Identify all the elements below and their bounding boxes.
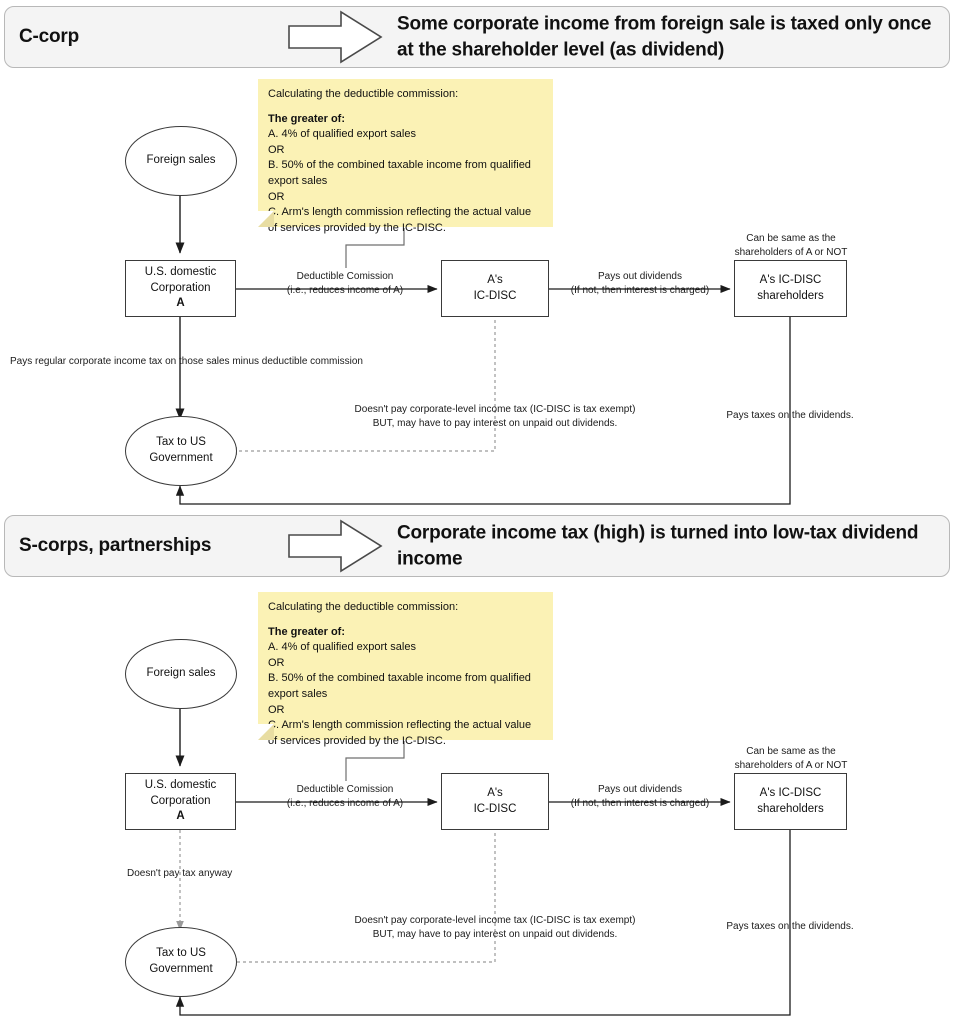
edge-icdisc-to-tax-1 [227, 320, 496, 455]
note-subtitle: The greater of: [268, 625, 346, 638]
node-ic-disc-shareholders-1: A's IC-DISC shareholders [734, 260, 847, 317]
sticky-note-commission-1: Calculating the deductible commission: T… [258, 79, 553, 234]
section-banner-s-corp: S-corps, partnerships Corporate income t… [4, 515, 950, 577]
label-icdisc-tax-2: Doesn't pay corporate-level income tax (… [354, 915, 636, 940]
label-deductible-commission-2: Deductible Comission (i.e., reduces inco… [286, 784, 404, 809]
label-pays-out-dividends-1: Pays out dividends (If not, then interes… [570, 271, 710, 296]
label-deductible-commission-1: Deductible Comission (i.e., reduces inco… [286, 271, 404, 296]
node-label-line3: A [176, 810, 185, 823]
node-label-line1: A's [487, 273, 503, 286]
node-domestic-corporation-2: U.S. domestic Corporation A [125, 773, 236, 830]
node-foreign-sales-2: Foreign sales [125, 639, 237, 709]
node-label-line1: A's IC-DISC [759, 273, 822, 286]
node-ic-disc-shareholders-2: A's IC-DISC shareholders [734, 773, 847, 830]
label-icdisc-tax-1: Doesn't pay corporate-level income tax (… [354, 404, 636, 429]
banner-text-s-corp: Corporate income tax (high) is turned in… [397, 522, 919, 569]
label-pays-out-dividends-2: Pays out dividends (If not, then interes… [570, 784, 710, 809]
node-domestic-corporation-1: U.S. domestic Corporation A [125, 260, 236, 317]
label-shareholder-tax-2: Pays taxes on the dividends. [726, 921, 854, 932]
node-label-line2: Corporation [150, 281, 211, 294]
banner-label-c-corp: C-corp [19, 26, 80, 47]
edge-icdisc-to-tax-2 [227, 833, 496, 966]
node-label-line1: U.S. domestic [144, 265, 217, 278]
node-label-line2: shareholders [757, 289, 824, 302]
banner-text-c-corp: Some corporate income from foreign sale … [397, 13, 932, 60]
node-label-line3: A [176, 297, 185, 310]
note-subtitle: The greater of: [268, 112, 346, 125]
sticky-note-commission-2: Calculating the deductible commission: T… [258, 592, 553, 747]
label-corporate-tax-2: Doesn't pay tax anyway [127, 868, 233, 879]
node-label: Foreign sales [146, 154, 216, 167]
node-label-line2: Government [149, 963, 213, 975]
note-title: Calculating the deductible commission: [268, 601, 459, 613]
label-shareholders-caption-2: Can be same as the shareholders of A or … [734, 746, 848, 771]
node-ic-disc-2: A's IC-DISC [441, 773, 549, 830]
right-arrow-icon [288, 10, 383, 64]
node-label-line1: U.S. domestic [144, 778, 217, 791]
label-shareholder-tax-1: Pays taxes on the dividends. [726, 410, 854, 421]
node-label-line1: Tax to US [156, 947, 206, 960]
node-label-line1: A's [487, 786, 503, 799]
note-body: A. 4% of qualified export sales OR B. 50… [268, 641, 532, 747]
note-fold-corner-1 [258, 211, 274, 227]
node-label-line2: Government [149, 452, 213, 464]
section-banner-c-corp: C-corp Some corporate income from foreig… [4, 6, 950, 68]
node-label-line2: IC-DISC [473, 802, 517, 815]
label-shareholders-caption-1: Can be same as the shareholders of A or … [734, 233, 848, 258]
node-tax-us-government-2: Tax to US Government [125, 927, 237, 997]
label-corporate-tax-1: Pays regular corporate income tax on tho… [10, 356, 363, 367]
node-label-line2: shareholders [757, 802, 824, 815]
node-label-line1: Tax to US [156, 436, 206, 449]
node-ic-disc-1: A's IC-DISC [441, 260, 549, 317]
node-foreign-sales-1: Foreign sales [125, 126, 237, 196]
note-title: Calculating the deductible commission: [268, 88, 459, 100]
banner-label-s-corp: S-corps, partnerships [19, 535, 212, 556]
note-body: A. 4% of qualified export sales OR B. 50… [268, 128, 532, 234]
node-label-line1: A's IC-DISC [759, 786, 822, 799]
node-label-line2: IC-DISC [473, 289, 517, 302]
node-label-line2: Corporation [150, 794, 211, 807]
node-tax-us-government-1: Tax to US Government [125, 416, 237, 486]
right-arrow-icon [288, 519, 383, 573]
node-label: Foreign sales [146, 667, 216, 680]
note-fold-corner-2 [258, 724, 274, 740]
